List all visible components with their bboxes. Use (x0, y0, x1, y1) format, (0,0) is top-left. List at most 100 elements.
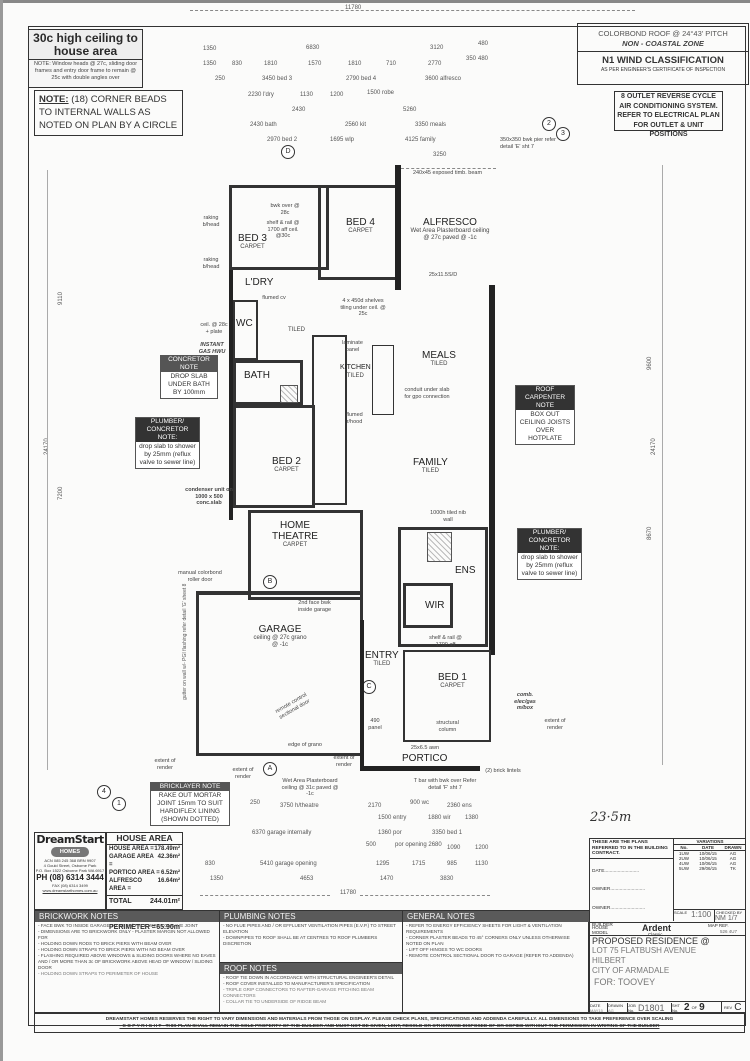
corner-beads-label: NOTE: (39, 94, 69, 105)
wind-subtitle: AS PER ENGINEER'S CERTIFICATE OF INSPECT… (600, 67, 726, 73)
section-marker-b: B (263, 575, 277, 589)
plumber-note-body: drop slab to shower by 25mm (reflux valv… (521, 554, 578, 577)
dim-text: 4653 (300, 876, 314, 882)
map-ref-label: MAP REF. (708, 923, 729, 928)
note-item: - DIMENSIONS ARE TO BRICKWORK ONLY - PLA… (38, 929, 210, 940)
annot-t-bar: T bar with bwk over Refer detail 'F' sht… (413, 778, 477, 791)
scale-checked-row: SCALE 1:100 CHECKED BY (674, 909, 746, 922)
cell: 29/06/15 (699, 866, 717, 871)
section-marker-a: A (263, 762, 277, 776)
dim-text: 6370 garage internally (252, 830, 312, 836)
copyright-line: - C O P Y R I G H T - THIS PLAN SHALL RE… (119, 1024, 660, 1029)
dim-text: 1130 (475, 861, 488, 867)
annot-extent-render: extent of render (232, 767, 254, 780)
concretor-note-head: CONCRETOR NOTE (161, 356, 217, 372)
dim-text: 5410 garage opening (260, 861, 317, 867)
room-finish: TILED (346, 373, 364, 379)
annot-gas-hwu: INSTANT GAS HWU (198, 342, 226, 355)
owner-line-2[interactable]: OWNER.......................... (592, 905, 646, 911)
note-item: - ROOF TIE DOWN IN ACCORDANCE WITH STRUC… (223, 975, 395, 980)
company-address: 4 Gould Street, Osborne Park (43, 863, 97, 868)
note-item: - REFER TO ENERGY EFFICIENCY SHEETS FOR … (406, 923, 562, 934)
cell: AG (729, 851, 737, 856)
area-label: GARAGE AREA = (109, 854, 154, 868)
annot-rangehood: flumed r/hood (346, 412, 363, 425)
company-homes-badge: HOMES (51, 847, 89, 857)
map-ref-value: 526 4U7 (720, 929, 738, 934)
drawn-header: DRAWN (608, 1002, 623, 1008)
dim-line (360, 895, 490, 896)
bath-walls (233, 360, 303, 405)
dim-text: 3750 h/theatre (280, 803, 319, 809)
dim-right-9600: 9600 (647, 356, 653, 370)
owner-line-1[interactable]: OWNER.......................... (592, 887, 646, 892)
pier-note: 350x350 bwk pier refer detail 'E' sht 7 (500, 137, 556, 150)
section-marker-4: 4 (97, 785, 111, 799)
area-row: PORTICO AREA =6.52m² (107, 869, 182, 877)
cell: TK (730, 866, 736, 871)
company-website[interactable]: www.dreamstarthomes.com.au (42, 888, 98, 893)
note-item: - TRIPLE GRIP CONNECTORS TO RAFTER-GARAG… (223, 987, 374, 998)
room-ensuite: ENS (455, 565, 476, 576)
date-line[interactable]: DATE.......................... (592, 868, 640, 874)
coastal-zone: NON - COASTAL ZONE (578, 39, 748, 52)
annot-laminate: laminate panel (342, 340, 363, 353)
dim-left-7200: 7200 (58, 486, 64, 500)
room-finish: TILED (288, 327, 306, 333)
scale-label: SCALE (674, 910, 688, 915)
dim-right-overall: 24170 (651, 438, 657, 455)
address-line: CITY OF ARMADALE (592, 966, 670, 975)
roof-carpenter-head: ROOF CARPENTER NOTE (516, 386, 574, 410)
annot-beam: 240x45 exposed timb. beam (412, 170, 483, 176)
plumbing-notes-title: PLUMBING NOTES (220, 911, 402, 922)
drawing-frame (28, 26, 746, 1026)
col-header: No. (680, 845, 688, 850)
plumber-note-head: PLUMBER/ CONCRETOR NOTE: (136, 418, 199, 442)
dim-text: 2170 (368, 803, 382, 809)
contract-signoff: THESE ARE THE PLANS REFERRED TO IN THE B… (590, 839, 674, 928)
room-name: BED 2 (272, 456, 301, 467)
property-details: PROPOSED RESIDENCE @ LOT 75 FLATBUSH AVE… (590, 936, 746, 989)
dim-line (662, 165, 663, 765)
annot-condenser: condenser unit on 1000 x 500 conc.slab (185, 487, 233, 506)
dim-left-9110: 9110 (58, 292, 64, 305)
concretor-note: CONCRETOR NOTE DROP SLAB UNDER BATH BY 1… (160, 355, 218, 399)
annot-meter-box: comb. elec/gas m/box (514, 692, 536, 711)
room-name: WC (236, 318, 253, 329)
builder-line[interactable]: BUILDER (592, 923, 613, 928)
hall-finish: TILED (288, 327, 305, 334)
note-item: - HOLDING DOWN STRAPS TO BRICK PIERS WIT… (38, 947, 185, 952)
dim-text: 1350 (203, 61, 217, 67)
dim-text: 3830 (440, 876, 454, 882)
room-finish: CARPET (348, 228, 373, 234)
date-value: MAY15 (590, 1007, 603, 1013)
annot-awning: 25x6.5 awn (410, 745, 440, 751)
area-value: 178.49m² (154, 846, 180, 852)
general-notes-body: - REFER TO ENERGY EFFICIENCY SHEETS FOR … (403, 922, 589, 960)
wall-east (489, 285, 495, 655)
annot-wir-shelf: shelf & rail @ 1700 aff (429, 635, 462, 648)
dim-text: 830 (232, 61, 243, 67)
dim-text: 4125 family (405, 137, 436, 143)
room-name: PORTICO (402, 753, 448, 764)
cell: 10/06/15 (699, 856, 717, 861)
annot-sliding-door: 25x11.5S/D (428, 272, 458, 278)
room-finish: CARPET (274, 467, 299, 473)
annot-gutter: gutter on wall w/- PGI flashing refer de… (182, 583, 188, 700)
bricklayer-note-body: RAKE OUT MORTAR JOINT 15mm TO SUIT HARDI… (157, 792, 223, 823)
house-area-table: HOUSE AREA HOUSE AREA =178.49m² GARAGE A… (106, 832, 183, 931)
dim-line (47, 170, 48, 770)
job-header: JOB No. (628, 1002, 636, 1013)
dim-text: 2970 bed 2 (267, 137, 298, 143)
note-item: - ROOF COVER INSTALLED TO MANUFACTURER'S… (223, 981, 370, 986)
room-finish: TILED (430, 361, 448, 367)
